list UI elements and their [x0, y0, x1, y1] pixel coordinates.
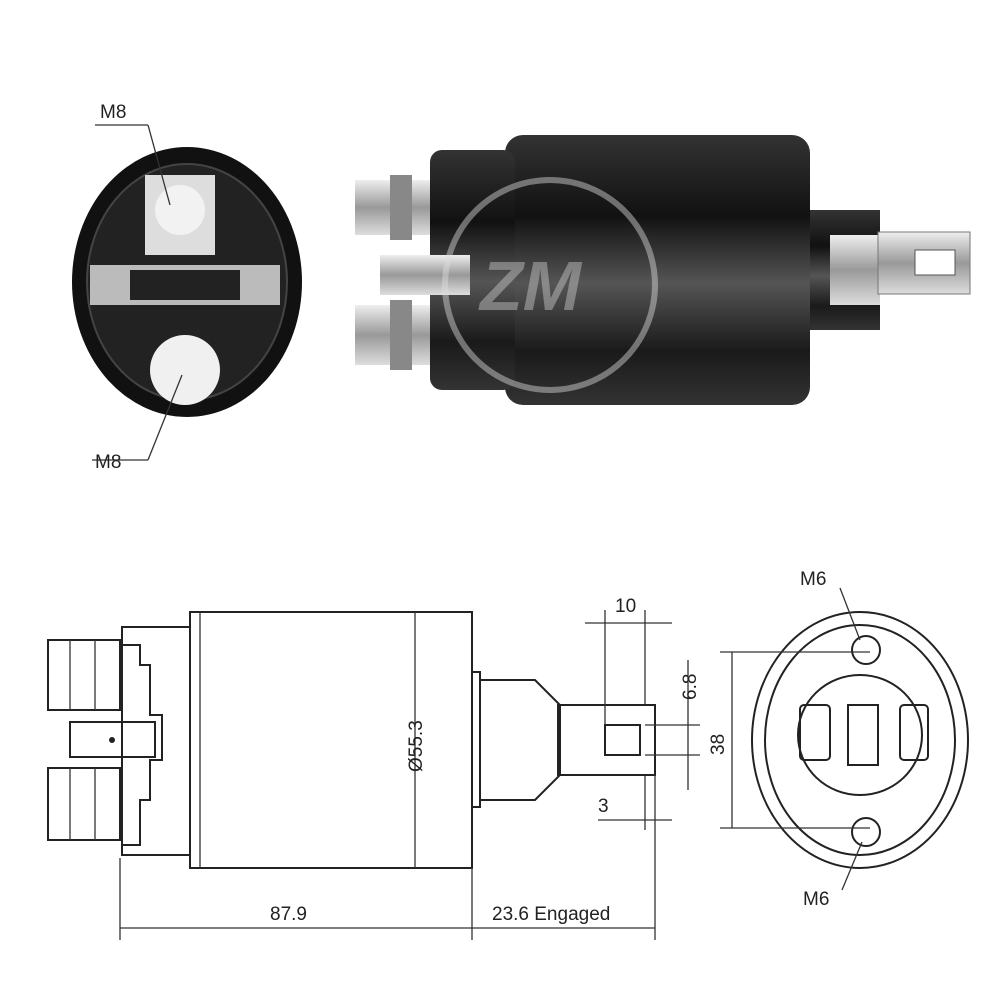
- bottom-mount-hole: [851, 817, 881, 847]
- zm-watermark-logo: ZM: [442, 177, 658, 393]
- top-mount-hole: [851, 635, 881, 665]
- tab-drawing: [557, 704, 656, 776]
- end-view-photo: M8 M8: [72, 102, 302, 473]
- end-view-drawing: 38 M6 M6: [708, 569, 969, 910]
- top-terminal-label: M8: [100, 102, 126, 123]
- slot-height-label: 6.8: [680, 674, 701, 700]
- flange-outline: [121, 626, 190, 856]
- mount-spacing-label: 38: [708, 734, 729, 755]
- end-cap: [430, 150, 515, 390]
- side-view-photo: ZM: [355, 135, 971, 405]
- spade-terminal: [380, 255, 470, 295]
- tab-offset-label: 3: [598, 796, 609, 817]
- solenoid-body: [505, 135, 810, 405]
- body-length-label: 87.9: [270, 904, 307, 925]
- watermark-text: ZM: [478, 247, 583, 325]
- bottom-terminal-stud: [150, 335, 220, 405]
- bottom-mount-thread-label: M6: [803, 889, 829, 910]
- top-terminal: [355, 175, 430, 240]
- slot-drawing: [604, 724, 641, 756]
- body-diameter-label: Ø55.3: [406, 720, 427, 772]
- top-mount-thread-label: M6: [800, 569, 826, 590]
- body-outline: [189, 611, 473, 869]
- side-view-drawing: Ø55.3 87.9 23.6 Engaged 10 6.8 3: [47, 596, 701, 940]
- plunger-travel-label: 23.6 Engaged: [492, 904, 610, 925]
- terminal-drawing: [47, 639, 156, 841]
- tab-width-label: 10: [615, 596, 636, 617]
- plunger-drawing: [480, 679, 561, 801]
- bottom-terminal-label: M8: [95, 452, 121, 473]
- plunger-tab: [877, 231, 971, 295]
- bottom-terminal: [355, 300, 430, 370]
